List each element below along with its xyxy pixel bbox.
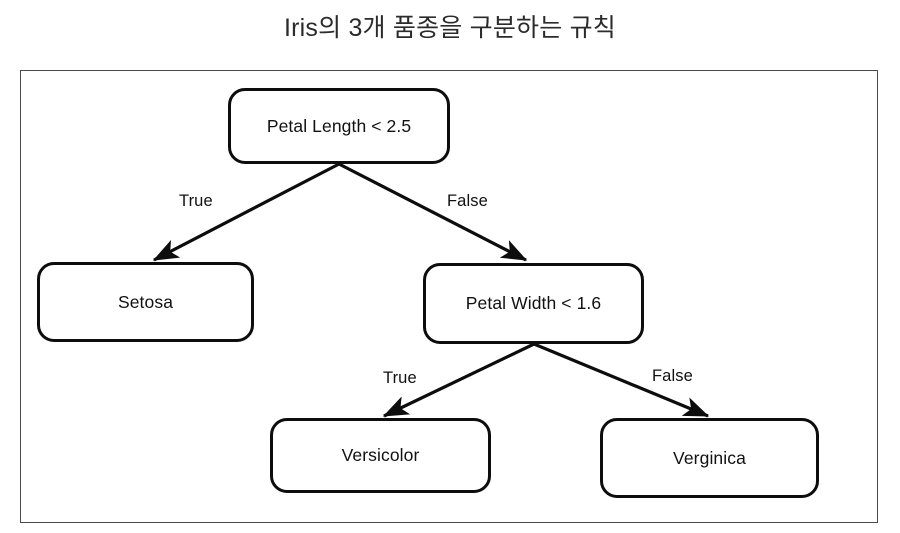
edge-petalwidth-versicolor — [382, 342, 535, 418]
node-label: Petal Length < 2.5 — [266, 115, 412, 136]
node-setosa-leaf[interactable]: Setosa — [37, 262, 254, 342]
node-label: Petal Width < 1.6 — [465, 293, 602, 313]
edge-petalwidth-verginica — [533, 342, 710, 418]
node-petal-width-decision[interactable]: Petal Width < 1.6 — [423, 263, 644, 344]
edge-root-setosa — [152, 162, 340, 262]
edge-root-petalwidth — [338, 162, 528, 262]
node-label: Versicolor — [341, 445, 420, 465]
page-title: Iris의 3개 품종을 구분하는 규칙 — [283, 14, 616, 42]
edge-label-root-false: False — [447, 192, 488, 210]
node-verginica-leaf[interactable]: Verginica — [600, 418, 819, 498]
edge-label-petalwidth-true: True — [383, 369, 417, 387]
edge-label-petalwidth-false: False — [652, 367, 693, 385]
node-label: Setosa — [117, 291, 174, 312]
edges-layer — [152, 162, 710, 418]
node-label: Verginica — [673, 447, 746, 468]
node-petal-length-decision[interactable]: Petal Length < 2.5 — [228, 88, 450, 164]
node-versicolor-leaf[interactable]: Versicolor — [270, 418, 491, 493]
figure-frame: Petal Length < 2.5 Setosa Petal Width < … — [20, 70, 878, 523]
edge-label-root-true: True — [179, 192, 213, 210]
